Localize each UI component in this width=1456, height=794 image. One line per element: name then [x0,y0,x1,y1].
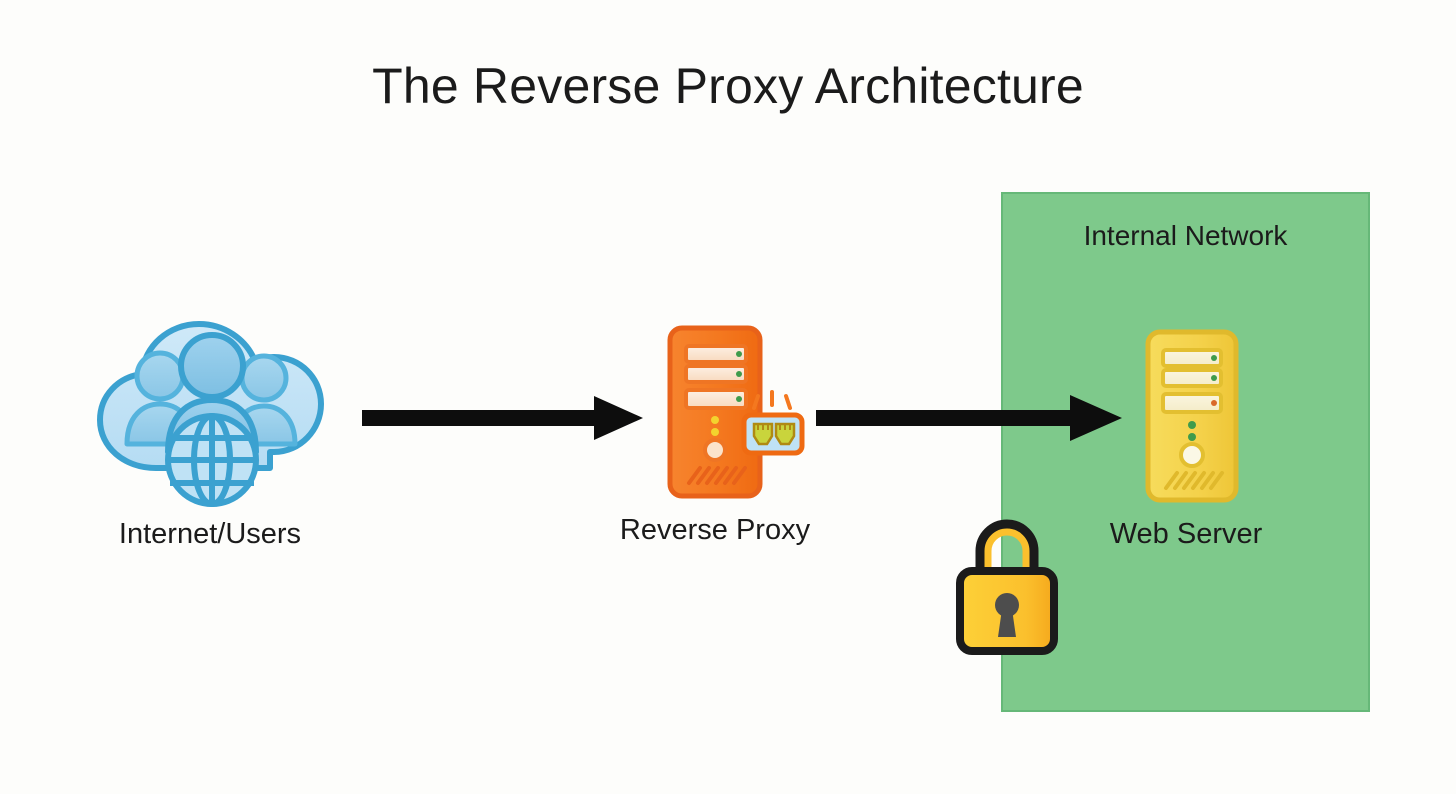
node-label-internet-users: Internet/Users [118,518,302,550]
vent-grille [687,466,747,485]
node-label-reverse-proxy: Reverse Proxy [619,514,811,546]
arrow-users-to-proxy [362,396,643,440]
server-tower-ethernet-icon [667,325,805,499]
vent-grille [1164,471,1224,490]
power-button [1179,442,1205,468]
node-label-web-server: Web Server [1109,518,1263,550]
lock-keyhole-stem [998,609,1016,637]
status-leds [711,416,719,436]
lock-keyhole [995,593,1019,617]
page-title: The Reverse Proxy Architecture [372,58,1084,114]
internal-network-label: Internal Network [1083,220,1288,251]
status-leds [1188,421,1196,441]
globe-icon [165,413,259,507]
lock-shackle-inner [984,528,1030,577]
arrow-proxy-to-server [816,395,1122,441]
drive-bays [684,344,748,410]
cloud-users-globe-icon [97,321,324,507]
ethernet-port-icon [741,412,805,456]
power-button [703,438,727,462]
padlock-icon [956,519,1058,655]
lock-shackle [975,519,1039,584]
drive-bays [1161,348,1223,414]
server-tower-icon [1145,329,1239,503]
activity-sparks [752,390,792,410]
